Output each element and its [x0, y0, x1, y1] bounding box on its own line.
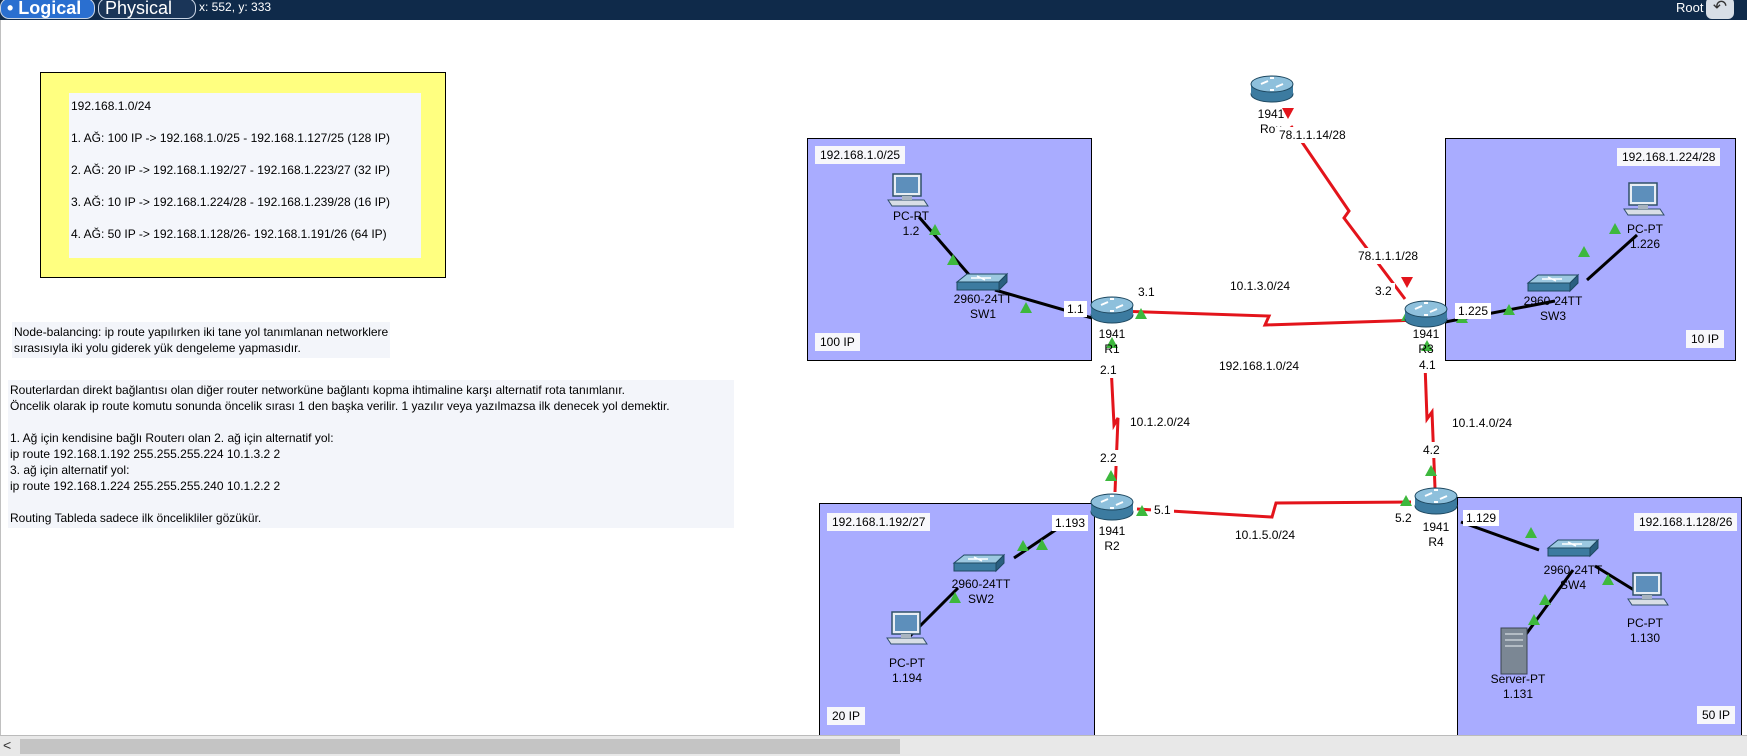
link-r4-sw4: [1460, 520, 1540, 552]
back-icon[interactable]: ↶: [1706, 0, 1734, 19]
scroll-thumb[interactable]: [20, 739, 900, 754]
link-r1-r3: [1115, 309, 1422, 327]
link-r2-r4: [1136, 500, 1412, 519]
area-network-label: 192.168.1.0/25: [815, 146, 906, 164]
link-isp-r3: [1289, 125, 1407, 300]
switch-icon: [956, 273, 1008, 291]
scroll-left-icon[interactable]: <: [3, 737, 12, 753]
wan-links: [1109, 125, 1437, 519]
subnet-note[interactable]: 192.168.1.0/24 1. AĞ: 100 IP -> 192.168.…: [40, 72, 446, 278]
logical-workspace[interactable]: 192.168.1.0/24 1. AĞ: 100 IP -> 192.168.…: [0, 20, 1747, 739]
port-label: 1.129: [1463, 510, 1500, 526]
router-icon: [1090, 493, 1134, 521]
cursor-coordinates: x: 552, y: 333: [199, 0, 272, 14]
network-label: 10.1.5.0/24: [1232, 527, 1299, 543]
switch-icon: [953, 554, 1005, 572]
port-label: 4.2: [1420, 442, 1443, 458]
port-label: 5.1: [1151, 502, 1174, 518]
switch-icon: [1527, 274, 1579, 292]
network-label: 10.1.3.0/24: [1227, 278, 1294, 294]
routing-note[interactable]: Routerlardan direkt bağlantısı olan diğe…: [8, 380, 734, 528]
network-label: 192.168.1.0/24: [1216, 358, 1303, 374]
server-icon: [1500, 627, 1528, 675]
note-line: 3. AĞ: 10 IP -> 192.168.1.224/28 - 192.1…: [71, 195, 391, 209]
router-icon: [1414, 487, 1458, 515]
port-label: 3.1: [1135, 284, 1158, 300]
area-size-label: 20 IP: [827, 707, 866, 725]
area-network-1[interactable]: 192.168.1.0/25 100 IP: [807, 138, 1092, 361]
port-label: 1.193: [1052, 515, 1089, 531]
area-network-3[interactable]: 192.168.1.224/28 10 IP: [1445, 138, 1736, 361]
pc-icon: [1627, 572, 1669, 606]
note-line: 1. AĞ: 100 IP -> 192.168.1.0/25 - 192.16…: [71, 131, 391, 145]
pc-icon: [886, 611, 928, 645]
network-label: 78.1.1.1/28: [1355, 248, 1422, 264]
port-label: 1.1: [1064, 301, 1087, 317]
link-pc1-sw1: [917, 216, 973, 278]
port-label: 5.2: [1392, 510, 1415, 526]
router-icon: [1404, 300, 1448, 328]
subnet-note-text: 192.168.1.0/24 1. AĞ: 100 IP -> 192.168.…: [69, 93, 421, 258]
area-network-label: 192.168.1.192/27: [827, 513, 931, 531]
port-label: 2.2: [1097, 450, 1120, 466]
area-size-label: 100 IP: [815, 333, 860, 351]
port-label: 2.1: [1097, 362, 1120, 378]
router-icon: [1090, 296, 1134, 324]
note-line: 2. AĞ: 20 IP -> 192.168.1.192/27 - 192.1…: [71, 163, 391, 177]
link-sw3-pc3: [1585, 233, 1639, 282]
note-line: 4. AĞ: 50 IP -> 192.168.1.128/26- 192.16…: [71, 227, 387, 241]
router-icon: [1250, 75, 1294, 103]
network-label: 10.1.4.0/24: [1449, 415, 1516, 431]
link-r2-sw2: [1013, 527, 1058, 560]
pc-icon: [887, 173, 929, 207]
area-size-label: 10 IP: [1686, 330, 1725, 348]
switch-icon: [1547, 539, 1599, 557]
node-balancing-note[interactable]: Node-balancing: ip route yapılırken iki …: [12, 322, 391, 358]
area-network-label: 192.168.1.128/26: [1634, 513, 1738, 531]
tab-physical[interactable]: Physical: [98, 0, 196, 19]
tab-logical[interactable]: • Logical: [0, 0, 95, 19]
note-line: 192.168.1.0/24: [71, 99, 152, 113]
port-label: 1.225: [1455, 303, 1492, 319]
network-label: 78.1.1.14/28: [1276, 127, 1349, 143]
topology-wires: [886, 75, 1669, 675]
area-network-label: 192.168.1.224/28: [1617, 148, 1721, 166]
area-size-label: 50 IP: [1697, 706, 1736, 724]
port-label: 3.2: [1372, 283, 1395, 299]
root-label: Root: [1676, 0, 1704, 15]
horizontal-scrollbar[interactable]: <: [0, 735, 1747, 756]
port-label: 4.1: [1416, 357, 1439, 373]
network-label: 10.1.2.0/24: [1127, 414, 1194, 430]
top-toolbar: • Logical Physical x: 552, y: 333 Root ↶: [0, 0, 1747, 20]
pc-icon: [1623, 182, 1665, 216]
area-network-2[interactable]: 192.168.1.192/27 20 IP: [819, 503, 1095, 739]
